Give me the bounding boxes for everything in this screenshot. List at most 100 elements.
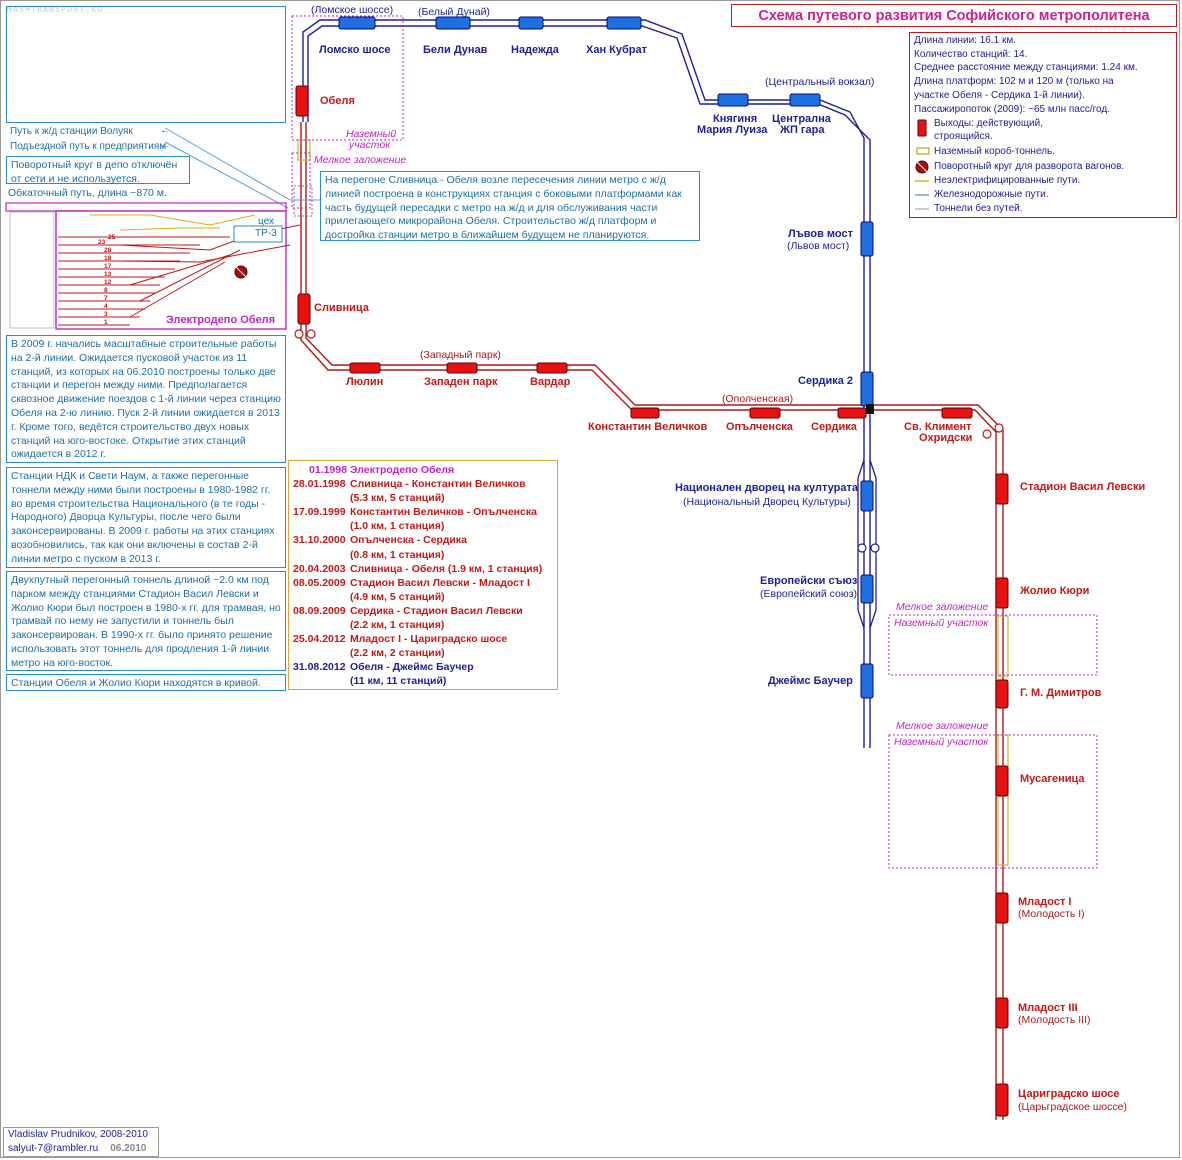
chronology-text: Электродепо Обеля (350, 464, 455, 476)
chronology-entry: 31.08.2012 Обеля - Джеймс Баучер (293, 660, 557, 674)
station-lvov-most[interactable]: Лъвов мост (788, 228, 853, 240)
diagram-title: Схема путевого развития Софийского метро… (758, 8, 1150, 24)
title-box: Схема путевого развития Софийского метро… (731, 4, 1177, 27)
chronology-date: 31.10.2000 (293, 534, 346, 547)
station-mladost3-sub: (Молодость III) (1018, 1014, 1091, 1026)
station-lomsko[interactable]: Ломско шосе (319, 44, 391, 56)
note-obelya-interchange-text: На перегоне Сливница - Обеля возле перес… (325, 174, 682, 242)
arrow-left-icon: ← (160, 125, 170, 136)
legend-exits: Выходы: действующий, (934, 118, 1043, 129)
station-centralna[interactable]: Централна (772, 113, 831, 125)
depot-track-number: 3 (104, 311, 108, 318)
info-platform-2: участке Обеля - Сердика 1-й линии). (914, 89, 1085, 101)
station-obelya[interactable]: Обеля (320, 95, 355, 107)
station-musagenitsa[interactable]: Мусагеница (1020, 773, 1085, 785)
depot-track-number: 4 (104, 303, 108, 310)
note-railway-volujak: Путь к ж/д станции Волуяк (10, 126, 133, 137)
station-dimitrov[interactable]: Г. М. Димитров (1020, 687, 1102, 699)
chronology-date: 08.09.2009 (293, 604, 346, 617)
station-slivnitsa[interactable]: Сливница (314, 302, 369, 314)
railway-crossing (164, 127, 330, 217)
info-stations: Количество станций: 14. (914, 48, 1028, 60)
station-evropeyski[interactable]: Европейски съюз (760, 575, 858, 587)
station-kliment[interactable]: Св. Климент (904, 421, 972, 433)
station-vardar[interactable]: Вардар (530, 376, 571, 388)
note-line2-2009: В 2009 г. начались масштабные строительн… (6, 335, 286, 463)
shop-label-2: ТР-3 (255, 228, 277, 239)
chronology-detail: (0.8 км, 1 станция) (350, 548, 445, 561)
station-knyaginya[interactable]: Княгиня (713, 113, 758, 125)
note-line2-2009-text: В 2009 г. начались масштабные строительн… (11, 338, 281, 461)
interchange-marker (866, 404, 874, 414)
chronology-text: Обеля - Джеймс Баучер (350, 661, 474, 674)
station-stadion[interactable]: Стадион Васил Левски (1020, 481, 1146, 493)
depot-area (5, 202, 301, 330)
chronology-date: 31.08.2012 (293, 661, 346, 674)
depot-track-number: 23 (98, 239, 106, 246)
exit-markers-blue (857, 543, 880, 553)
depot-track-number: 8 (104, 287, 108, 294)
label-ground-section-2: участок (349, 139, 391, 151)
blue-station-markers (338, 16, 874, 699)
depot-track-number: 17 (104, 263, 112, 270)
note-turntable: Поворотный круг в депо отключён от сети … (6, 156, 190, 185)
station-opalchenska[interactable]: Опълченска (726, 421, 793, 433)
station-centralna-2: ЖП гара (780, 124, 825, 136)
note-run-in-track: Обкаточный путь, длина ~870 м. (8, 187, 167, 199)
watermark: MASHTRANSPORT.RU (7, 5, 104, 14)
station-lomsko-sub: (Ломское шоссе) (311, 4, 394, 16)
chronology-date: 20.04.2003 (293, 562, 346, 575)
red-station-markers (295, 85, 1009, 1117)
info-platform: Длина платформ: 102 м и 120 м (только на (914, 76, 1114, 88)
chronology-text: Сливница - Обеля (1.9 км, 1 станция) (350, 562, 543, 575)
note-curve: Станции Обеля и Жолио Кюри находятся в к… (6, 674, 286, 691)
chronology-detail: (5.3 км, 5 станций) (350, 492, 445, 505)
station-han-kubrat[interactable]: Хан Кубрат (586, 44, 648, 56)
chronology-detail: (4.9 км, 5 станций) (350, 590, 445, 603)
station-mladost1-sub: (Молодость I) (1018, 908, 1085, 920)
station-opalchenska-sub: (Ополченская) (722, 393, 794, 405)
station-velichkov[interactable]: Константин Величков (588, 421, 708, 433)
station-james[interactable]: Джеймс Баучер (768, 675, 853, 687)
info-panel: Длина линии: 16.1 км. Количество станций… (909, 32, 1177, 218)
station-serdika[interactable]: Сердика (811, 421, 857, 433)
station-nadezhda[interactable]: Надежда (511, 44, 559, 56)
station-mladost1[interactable]: Младост I (1018, 896, 1072, 908)
credit-box: Vladislav Prudnikov, 2008-2010 salyut-7@… (3, 1127, 159, 1157)
label-shallow: Мелкое заложение (314, 154, 407, 166)
exit-markers (294, 329, 1004, 439)
station-lyulin[interactable]: Люлин (346, 376, 384, 388)
station-tsarigradsko[interactable]: Цариградско шосе (1018, 1088, 1120, 1100)
chronology-text: Опълченска - Сердика (350, 534, 467, 547)
station-zapaden[interactable]: Западен парк (424, 376, 498, 388)
chronology-date: 25.04.2012 (293, 633, 346, 646)
depot-label: Электродепо Обеля (166, 314, 276, 326)
legend-exits-2: строящийся. (934, 131, 993, 142)
station-knyaginya-2: Мария Луиза (697, 124, 768, 136)
label-shallow-southeast: Мелкое заложение (896, 601, 989, 613)
station-mladost3[interactable]: Младост III (1018, 1002, 1078, 1014)
label-shallow-southeast-2: Мелкое заложение (896, 720, 989, 732)
note-turntable-text: Поворотный круг в депо отключён от сети … (11, 159, 178, 185)
depot-track-number: 7 (104, 295, 108, 302)
depot-track-number: 18 (104, 255, 112, 262)
credit-email[interactable]: salyut-7@rambler.ru (8, 1143, 99, 1154)
chronology-entry: 31.10.2000 Опълченска - Сердика (293, 533, 557, 547)
depot-track-number: 12 (104, 279, 112, 286)
station-zholio[interactable]: Жолио Кюри (1020, 585, 1090, 597)
station-serdika2[interactable]: Сердика 2 (798, 375, 854, 387)
line2-tracks (302, 19, 871, 748)
station-ndk[interactable]: Национален дворец на културата (675, 482, 858, 494)
note-ndk: Станции НДК и Свети Наум, а также перего… (6, 467, 286, 568)
station-beli-dunav[interactable]: Бели Дунав (423, 44, 488, 56)
station-evropeyski-sub: (Европейский союз) (760, 588, 858, 600)
station-zapaden-sub: (Западный парк) (420, 349, 501, 361)
chronology-detail: (11 км, 11 станций) (350, 675, 447, 688)
